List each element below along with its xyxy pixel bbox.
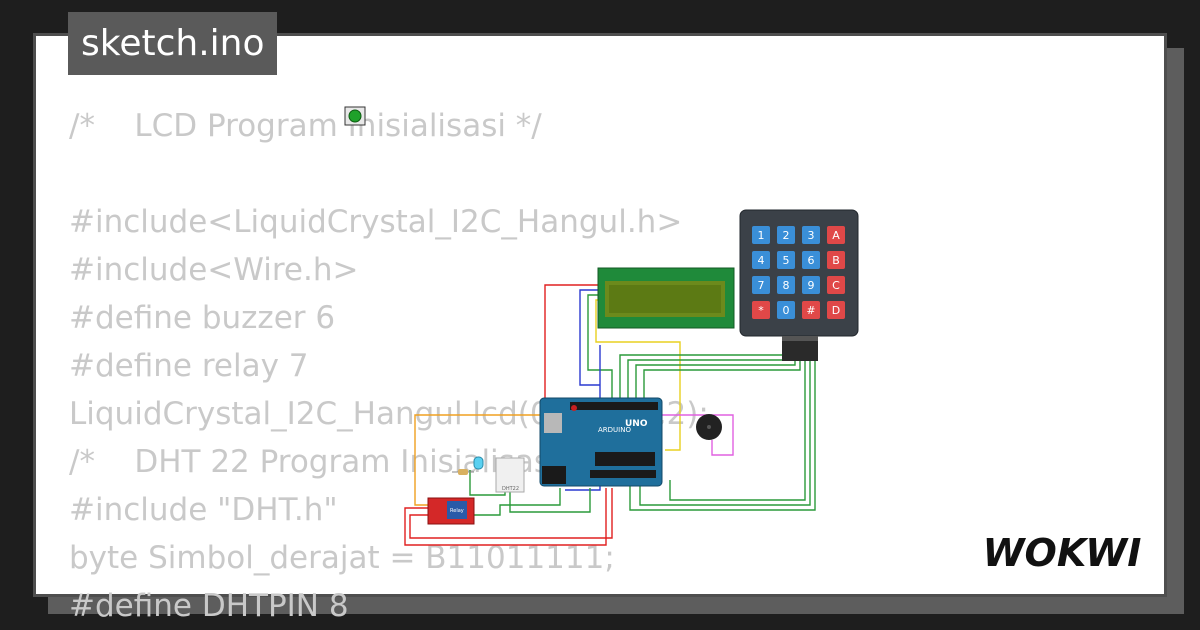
keypad-key [802,226,820,244]
dht-sensor: DHT22 [495,457,525,493]
keypad-key [777,251,795,269]
wire [474,488,561,516]
keypad-key [777,301,795,319]
wire [579,289,606,386]
keypad-key-label: 5 [783,254,790,267]
wire [565,345,601,491]
keypad-key [752,226,770,244]
keypad-key-label: # [806,304,815,317]
wire [619,350,786,398]
dht-sensor-label: DHT22 [502,486,519,492]
wire [669,358,806,501]
relay-module: Relay [427,497,475,525]
wires [404,284,816,546]
keypad-key-label: 1 [758,229,765,242]
arduino-uno: ARDUINO UNO [539,397,663,487]
code-editor: /* LCD Program Inisialisasi */ #include<L… [69,102,709,630]
arduino-model-label: UNO [625,419,648,429]
keypad-key-label: D [832,304,840,317]
code-line: #include "DHT.h" [69,492,338,528]
wire [509,488,591,513]
keypad: 1 2 3 A 4 5 6 B 7 8 9 C * 0 # D [739,209,859,361]
code-line: /* LCD Program Inisialisasi */ [69,108,542,144]
keypad-key [752,301,770,319]
keypad-keys: 1 2 3 A 4 5 6 B 7 8 9 C * 0 # D [752,226,845,319]
arduino-brand-label: ARDUINO [598,426,631,434]
code-line: #include<LiquidCrystal_I2C_Hangul.h> [69,204,683,240]
keypad-key [777,276,795,294]
relay-label: Relay [450,508,464,514]
pushbutton[interactable] [344,106,366,126]
file-tab[interactable]: sketch.ino [68,12,278,75]
keypad-key-label: * [758,304,764,317]
wire [639,358,811,506]
wire [643,356,801,398]
wokwi-logo-text: WOKWI [983,531,1142,575]
keypad-key-label: 4 [758,254,765,267]
code-line: #define relay 7 [69,348,309,384]
wire [414,414,560,506]
code-line: byte Simbol_derajat = B11011111; [69,540,615,576]
wire [660,414,734,456]
keypad-key-label: 6 [808,254,815,267]
keypad-key [802,276,820,294]
code-line: #define DHTPIN 8 [69,588,349,624]
keypad-key [827,226,845,244]
keypad-key-label: B [832,254,840,267]
keypad-key [827,301,845,319]
wire [587,294,613,400]
wire [409,488,613,539]
keypad-key-label: C [832,279,840,292]
keypad-key-label: 2 [783,229,790,242]
keypad-key-label: 7 [758,279,765,292]
keypad-key [777,226,795,244]
keypad-key [827,276,845,294]
keypad-key-label: 9 [808,279,815,292]
lcd-display [597,267,735,329]
keypad-key [827,251,845,269]
code-line: #include<Wire.h> [69,252,359,288]
keypad-key [802,301,820,319]
buzzer [696,414,722,440]
code-line: LiquidCrystal_I2C_Hangul lcd(0x27,16,2); [69,396,709,432]
wire [629,358,816,511]
wokwi-logo: WOKWI [983,531,1142,575]
keypad-key-label: 3 [808,229,815,242]
keypad-key [802,251,820,269]
keypad-key [752,276,770,294]
keypad-key [752,251,770,269]
keypad-key-label: 8 [783,279,790,292]
keypad-key-label: 0 [783,304,790,317]
code-line: #define buzzer 6 [69,300,336,336]
led [473,456,484,470]
resistor [452,469,474,475]
wire [627,352,791,398]
keypad-key-label: A [832,229,840,242]
wire [404,488,607,546]
